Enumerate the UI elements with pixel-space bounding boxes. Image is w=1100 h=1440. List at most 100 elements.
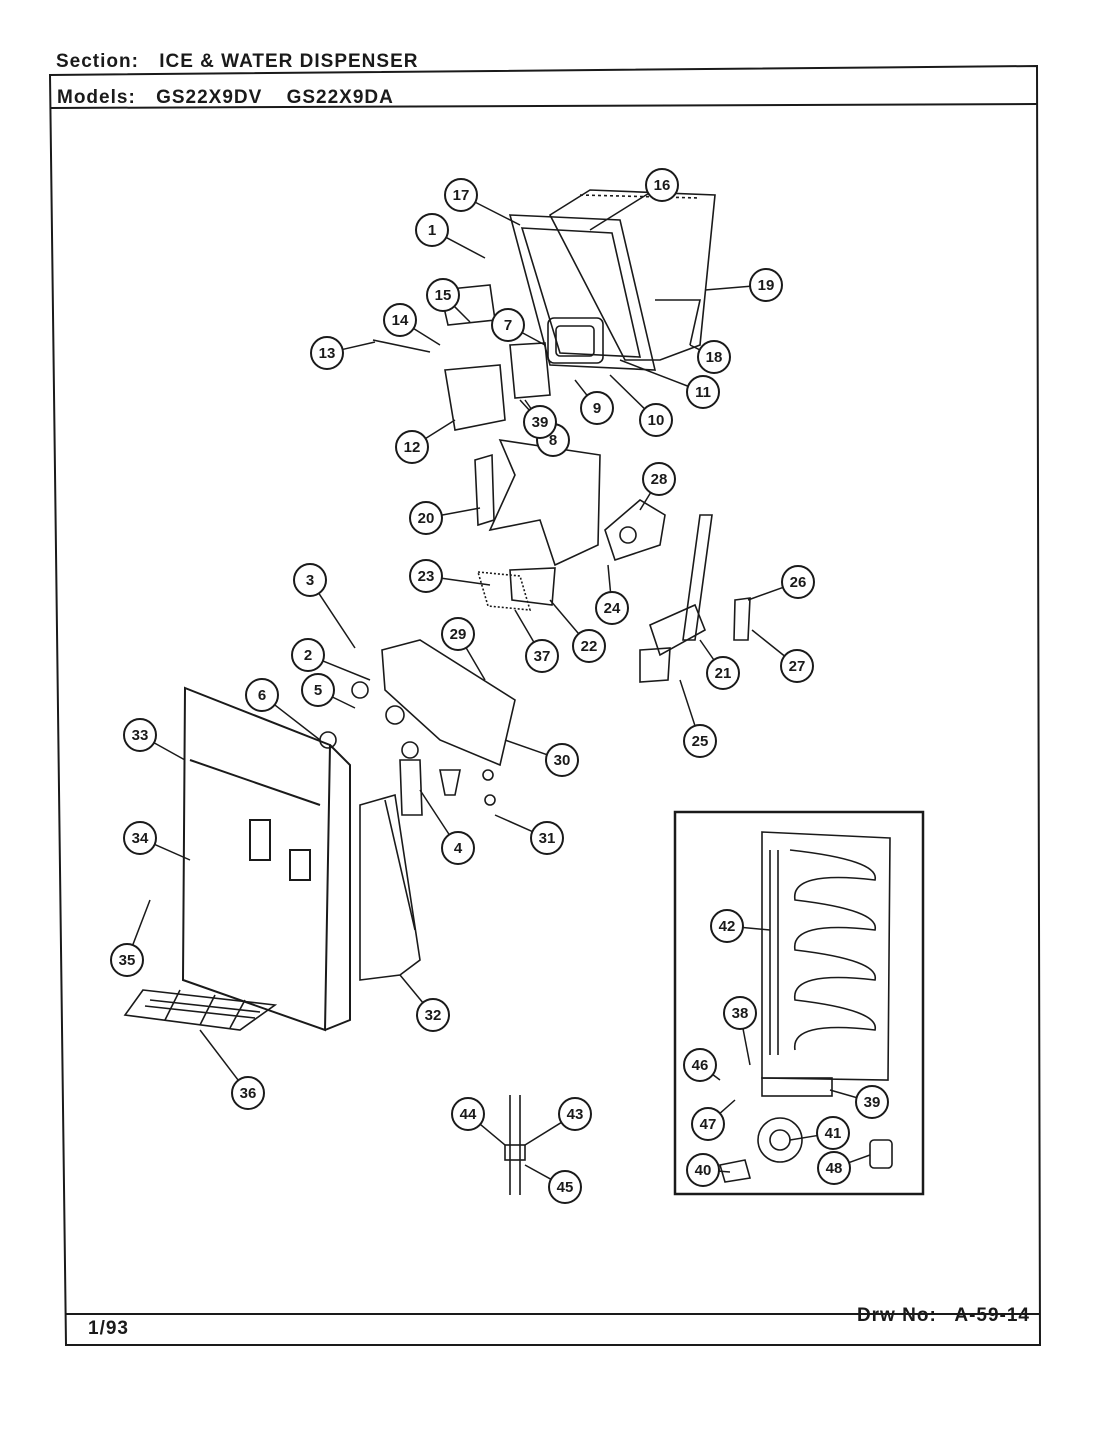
callout-number: 34: [132, 830, 149, 847]
callout-balloon: [291, 638, 325, 672]
callout-leader-line: [153, 742, 186, 761]
motor-assembly: [372, 284, 604, 431]
callout-balloon: [545, 743, 579, 777]
callout-leader-line: [445, 236, 486, 259]
drawing-number-block: Drw No: A-59-14: [857, 1305, 1030, 1327]
callout-number: 15: [435, 287, 452, 304]
date-code: 1/93: [88, 1318, 129, 1339]
callout-balloon: [780, 649, 814, 683]
callout-balloon: [686, 1153, 720, 1187]
callout-leader-line: [132, 899, 151, 946]
callout-number: 9: [593, 400, 601, 417]
callout-leader-line: [332, 696, 356, 709]
callout-balloon: [451, 1097, 485, 1131]
callout-leader-line: [829, 1089, 857, 1099]
callout-number: 47: [700, 1116, 717, 1133]
callout-leader-line: [318, 592, 356, 649]
callout-number: 39: [532, 414, 549, 431]
callout-number: 8: [549, 432, 557, 449]
callout-leader-line: [441, 577, 491, 586]
callout-number: 24: [604, 600, 621, 617]
callout-leader-line: [494, 814, 533, 833]
callout-number: 30: [554, 752, 571, 769]
callout-number: 13: [319, 345, 336, 362]
callout-balloon: [645, 168, 679, 202]
callout-leader-line: [712, 1073, 721, 1081]
callout-number: 5: [314, 682, 322, 699]
callout-balloon: [558, 1097, 592, 1131]
callout-number: 4: [454, 840, 463, 857]
callout-leader-line: [719, 1099, 736, 1114]
callout-number: 6: [258, 687, 266, 704]
ice-chute: [474, 438, 666, 567]
section-title: ICE & WATER DISPENSER: [159, 51, 419, 72]
callout-number: 23: [418, 568, 435, 585]
callout-number: 43: [567, 1106, 584, 1123]
callout-number: 17: [453, 187, 470, 204]
heater-assembly: [718, 831, 893, 1183]
callout-number: 48: [826, 1160, 843, 1177]
callout-number: 10: [648, 412, 665, 429]
callout-number: 39: [864, 1094, 881, 1111]
callout-leader-line: [474, 201, 521, 226]
models-label: Models:: [57, 87, 136, 108]
callout-leader-line: [747, 586, 784, 601]
callout-balloon: [444, 178, 478, 212]
callout-number: 2: [304, 647, 312, 664]
callout-number: 19: [758, 277, 775, 294]
callout-number: 7: [504, 317, 512, 334]
callout-leader-line: [504, 739, 548, 756]
models-header: Models: GS22X9DV GS22X9DA: [57, 87, 412, 109]
callout-number: 42: [719, 918, 736, 935]
heater-inset-frame: [673, 810, 925, 1196]
callout-balloon: [706, 656, 740, 690]
callout-balloon: [817, 1151, 851, 1185]
callout-leader-line: [751, 629, 785, 657]
callout-balloon: [683, 724, 717, 758]
water-reservoir-housing: [359, 793, 421, 981]
callout-leader-line: [465, 647, 486, 681]
section-label: Section:: [56, 51, 139, 72]
water-line: [504, 1095, 526, 1195]
callout-leader-line: [524, 1164, 552, 1180]
callout-number: 21: [715, 665, 732, 682]
callout-balloon: [231, 1076, 265, 1110]
callout-number: 45: [557, 1179, 574, 1196]
callout-leader-line: [704, 285, 751, 291]
callout-number: 41: [825, 1125, 842, 1142]
callout-leader-line: [619, 359, 689, 387]
callout-leader-line: [519, 399, 530, 411]
callout-leader-line: [789, 1134, 818, 1141]
callout-leader-line: [441, 507, 481, 516]
ice-bin-housing: [508, 189, 716, 371]
header-rule: [49, 103, 1038, 109]
callout-number: 29: [450, 626, 467, 643]
callout-leader-line: [453, 305, 471, 323]
callout-balloon: [409, 501, 443, 535]
callout-number: 44: [460, 1106, 477, 1123]
callout-balloon: [293, 563, 327, 597]
valve-housing: [319, 639, 516, 816]
callout-balloon: [683, 1048, 717, 1082]
callout-balloon: [639, 403, 673, 437]
section-header: Section: ICE & WATER DISPENSER: [56, 51, 418, 73]
callout-balloon: [691, 1107, 725, 1141]
callout-leader-line: [742, 926, 771, 931]
callout-number: 32: [425, 1007, 442, 1024]
callout-leader-line: [639, 492, 652, 511]
callout-balloon: [123, 821, 157, 855]
callout-balloon: [710, 909, 744, 943]
callout-balloon: [245, 678, 279, 712]
callout-balloon: [441, 617, 475, 651]
callout-balloon: [686, 375, 720, 409]
callout-leader-line: [574, 379, 588, 396]
callout-balloon: [749, 268, 783, 302]
callout-balloon: [572, 629, 606, 663]
callout-balloon: [855, 1085, 889, 1119]
callout-leader-line: [549, 599, 580, 635]
callout-balloon: [310, 336, 344, 370]
callout-number: 14: [392, 312, 409, 329]
callout-number: 1: [428, 222, 436, 239]
callout-balloons: 1234567891011121314151617181920212223242…: [110, 168, 889, 1204]
